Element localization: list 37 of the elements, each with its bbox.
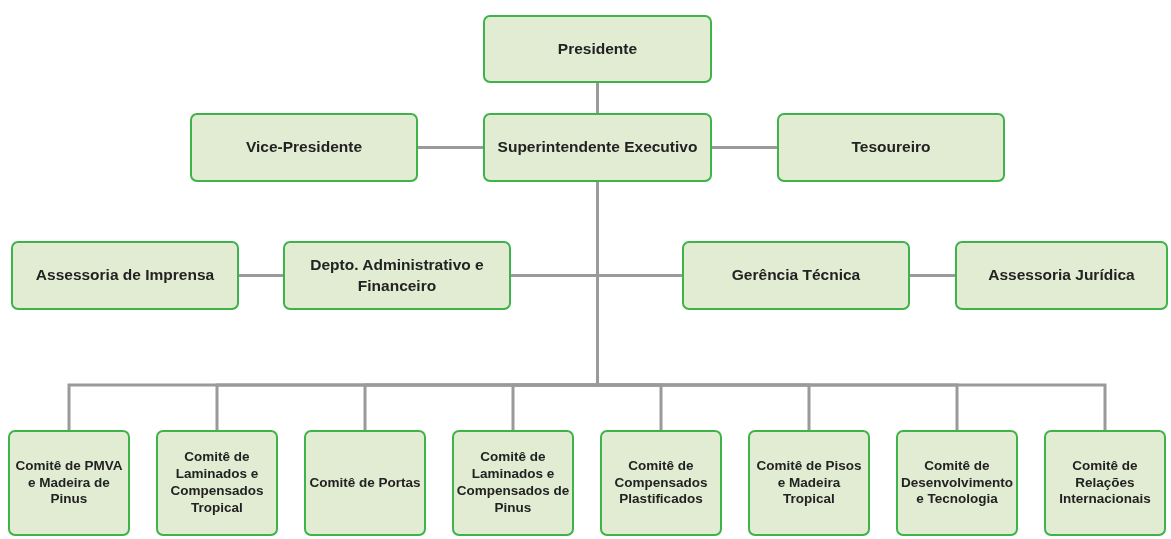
org-box bbox=[452, 430, 574, 536]
connector-line bbox=[239, 274, 283, 277]
connector-line bbox=[910, 274, 955, 277]
box-label: Assessoria de Imprensa bbox=[34, 265, 216, 286]
org-box bbox=[156, 430, 278, 536]
connector-line bbox=[596, 83, 599, 113]
box-label: Presidente bbox=[556, 38, 639, 59]
connector-line bbox=[418, 146, 483, 149]
box-label: Comitê de Portas bbox=[308, 474, 422, 492]
org-box bbox=[190, 113, 418, 182]
box-label: Comitê de Pisos e Madeira Tropical bbox=[755, 457, 863, 509]
connector-line bbox=[712, 146, 777, 149]
org-box bbox=[304, 430, 426, 536]
box-label: Comitê de Laminados e Compensados Tropical bbox=[169, 449, 265, 517]
box-label: Superintendente Executivo bbox=[496, 137, 699, 158]
org-box bbox=[11, 241, 239, 310]
box-label: Comitê de Desenvolvimento e Tecnologia bbox=[900, 457, 1014, 509]
org-box bbox=[896, 430, 1018, 536]
box-label: Comitê de Relações Internacionais bbox=[1058, 457, 1152, 509]
box-label: Gerência Técnica bbox=[730, 265, 862, 286]
box-label: Comitê de Laminados e Compensados de Pinus bbox=[455, 449, 571, 517]
org-box bbox=[955, 241, 1168, 310]
box-label: Comitê de Compensados Plastificados bbox=[613, 457, 709, 509]
org-box bbox=[283, 241, 511, 310]
org-box bbox=[8, 430, 130, 536]
box-label: Assessoria Jurídica bbox=[987, 265, 1136, 286]
box-label: Vice-Presidente bbox=[245, 137, 363, 158]
box-label: Tesoureiro bbox=[850, 137, 932, 158]
org-box bbox=[600, 430, 722, 536]
org-box bbox=[483, 15, 712, 83]
org-box bbox=[777, 113, 1005, 182]
box-label: Comitê de PMVA e Madeira de Pinus bbox=[14, 457, 124, 509]
box-label: Depto. Administrativo e Financeiro bbox=[309, 255, 485, 296]
org-box bbox=[1044, 430, 1166, 536]
org-box bbox=[748, 430, 870, 536]
org-box bbox=[483, 113, 712, 182]
org-box bbox=[682, 241, 910, 310]
